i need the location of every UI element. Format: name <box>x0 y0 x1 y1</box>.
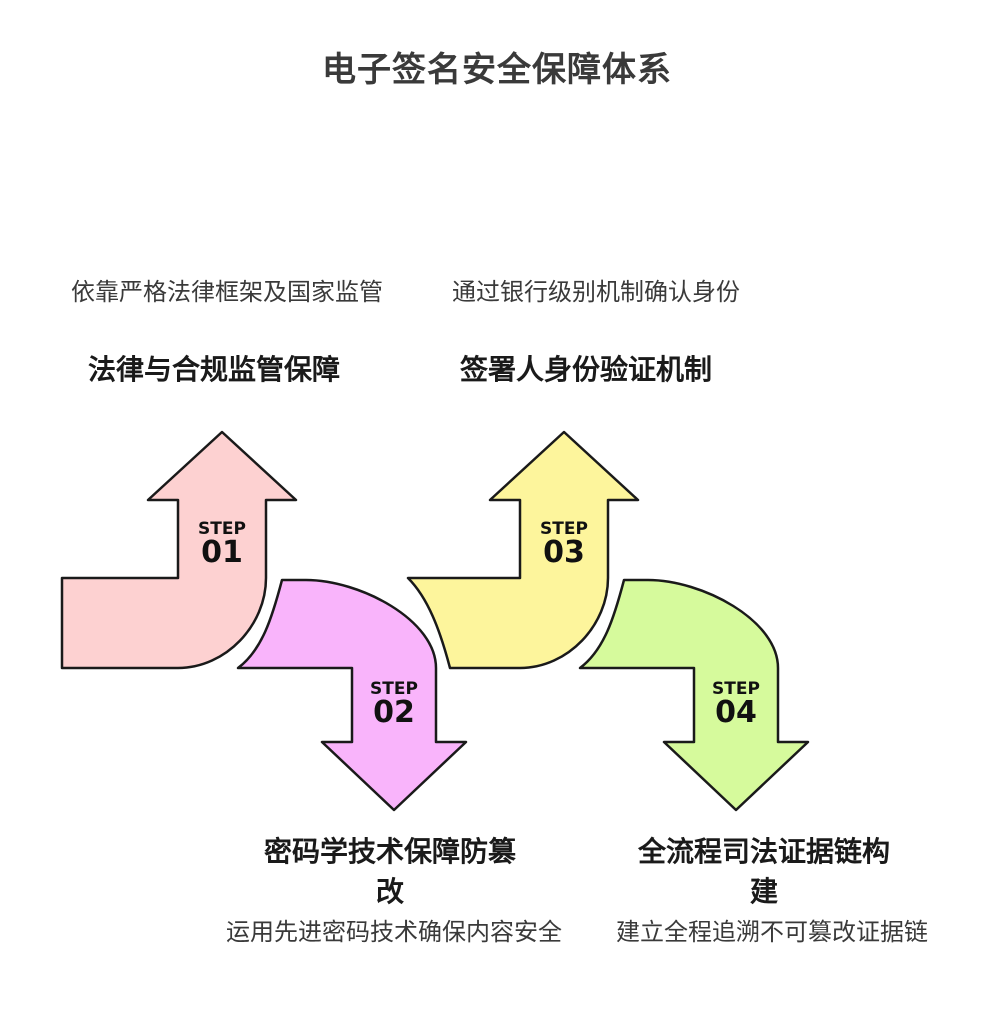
step-04-arrow <box>578 578 810 812</box>
step-02-number: 02 <box>373 695 415 730</box>
step-04-description: 建立全程追溯不可篡改证据链 <box>616 918 928 946</box>
step-03-word: STEP <box>540 519 588 539</box>
step-02-arrow <box>236 578 468 812</box>
step-02-word: STEP <box>370 679 418 699</box>
diagram-title: 电子签名安全保障体系 <box>322 50 672 90</box>
step-04-number: 04 <box>715 695 757 730</box>
step-02-heading: 密码学技术保障防篡改 <box>264 835 517 908</box>
step-04-word: STEP <box>712 679 760 699</box>
step-04-heading: 全流程司法证据链构建 <box>638 835 891 908</box>
step-01-description: 依靠严格法律框架及国家监管 <box>71 278 383 306</box>
step-03-heading: 签署人身份验证机制 <box>460 353 713 386</box>
step-01-heading: 法律与合规监管保障 <box>88 353 341 386</box>
step-01-arrow <box>60 430 298 670</box>
step-01-word: STEP <box>198 519 246 539</box>
step-02-description: 运用先进密码技术确保内容安全 <box>226 918 562 946</box>
step-03-number: 03 <box>543 535 585 570</box>
step-01-number: 01 <box>201 535 243 570</box>
step-03-description: 通过银行级别机制确认身份 <box>452 278 740 306</box>
step-03-arrow <box>406 430 640 670</box>
